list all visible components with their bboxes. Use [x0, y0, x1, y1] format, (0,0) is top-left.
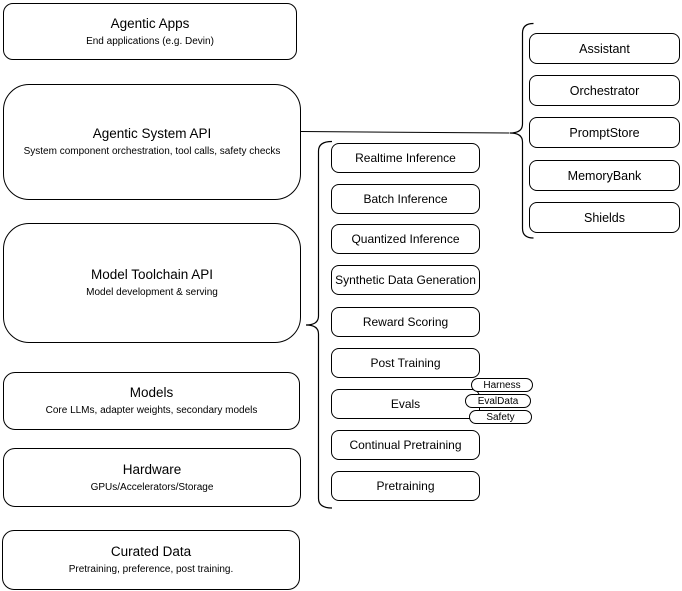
tag-safety: Safety — [469, 410, 532, 424]
tag-harness: Harness — [471, 378, 533, 392]
node-shields: Shields — [529, 202, 680, 233]
node-agentic-system-api: Agentic System API System component orch… — [3, 84, 301, 200]
node-post-training: Post Training — [331, 348, 480, 378]
node-subtitle: Core LLMs, adapter weights, secondary mo… — [45, 405, 258, 416]
node-title: Hardware — [122, 461, 182, 477]
node-title: Model Toolchain API — [90, 267, 214, 282]
node-subtitle: System component orchestration, tool cal… — [23, 146, 281, 157]
node-promptstore: PromptStore — [529, 117, 680, 148]
tag-evaldata: EvalData — [465, 394, 531, 408]
node-title: Curated Data — [110, 544, 192, 559]
node-title: Agentic System API — [92, 126, 212, 141]
node-title: Agentic Apps — [110, 15, 190, 31]
node-title: Models — [129, 385, 174, 400]
node-assistant: Assistant — [529, 33, 680, 64]
node-orchestrator: Orchestrator — [529, 75, 680, 106]
node-agentic-apps: Agentic Apps End applications (e.g. Devi… — [3, 3, 297, 60]
node-realtime-inference: Realtime Inference — [331, 143, 480, 173]
system-api-connector-line — [300, 131, 510, 134]
node-hardware: Hardware GPUs/Accelerators/Storage — [3, 448, 301, 507]
node-continual-pretraining: Continual Pretraining — [331, 430, 480, 460]
node-evals: Evals — [331, 389, 480, 419]
node-models: Models Core LLMs, adapter weights, secon… — [3, 372, 300, 430]
node-synthetic-data-generation: Synthetic Data Generation — [331, 265, 480, 295]
node-quantized-inference: Quantized Inference — [331, 224, 480, 254]
node-reward-scoring: Reward Scoring — [331, 307, 480, 337]
node-subtitle: Pretraining, preference, post training. — [68, 564, 234, 575]
node-subtitle: End applications (e.g. Devin) — [86, 35, 214, 47]
node-memorybank: MemoryBank — [529, 160, 680, 191]
node-subtitle: GPUs/Accelerators/Storage — [90, 481, 214, 493]
node-curated-data: Curated Data Pretraining, preference, po… — [2, 530, 300, 590]
toolchain-curly-brace — [305, 140, 333, 509]
node-pretraining: Pretraining — [331, 471, 480, 501]
node-model-toolchain-api: Model Toolchain API Model development & … — [3, 223, 301, 343]
node-subtitle: Model development & serving — [86, 287, 218, 298]
node-batch-inference: Batch Inference — [331, 184, 480, 214]
